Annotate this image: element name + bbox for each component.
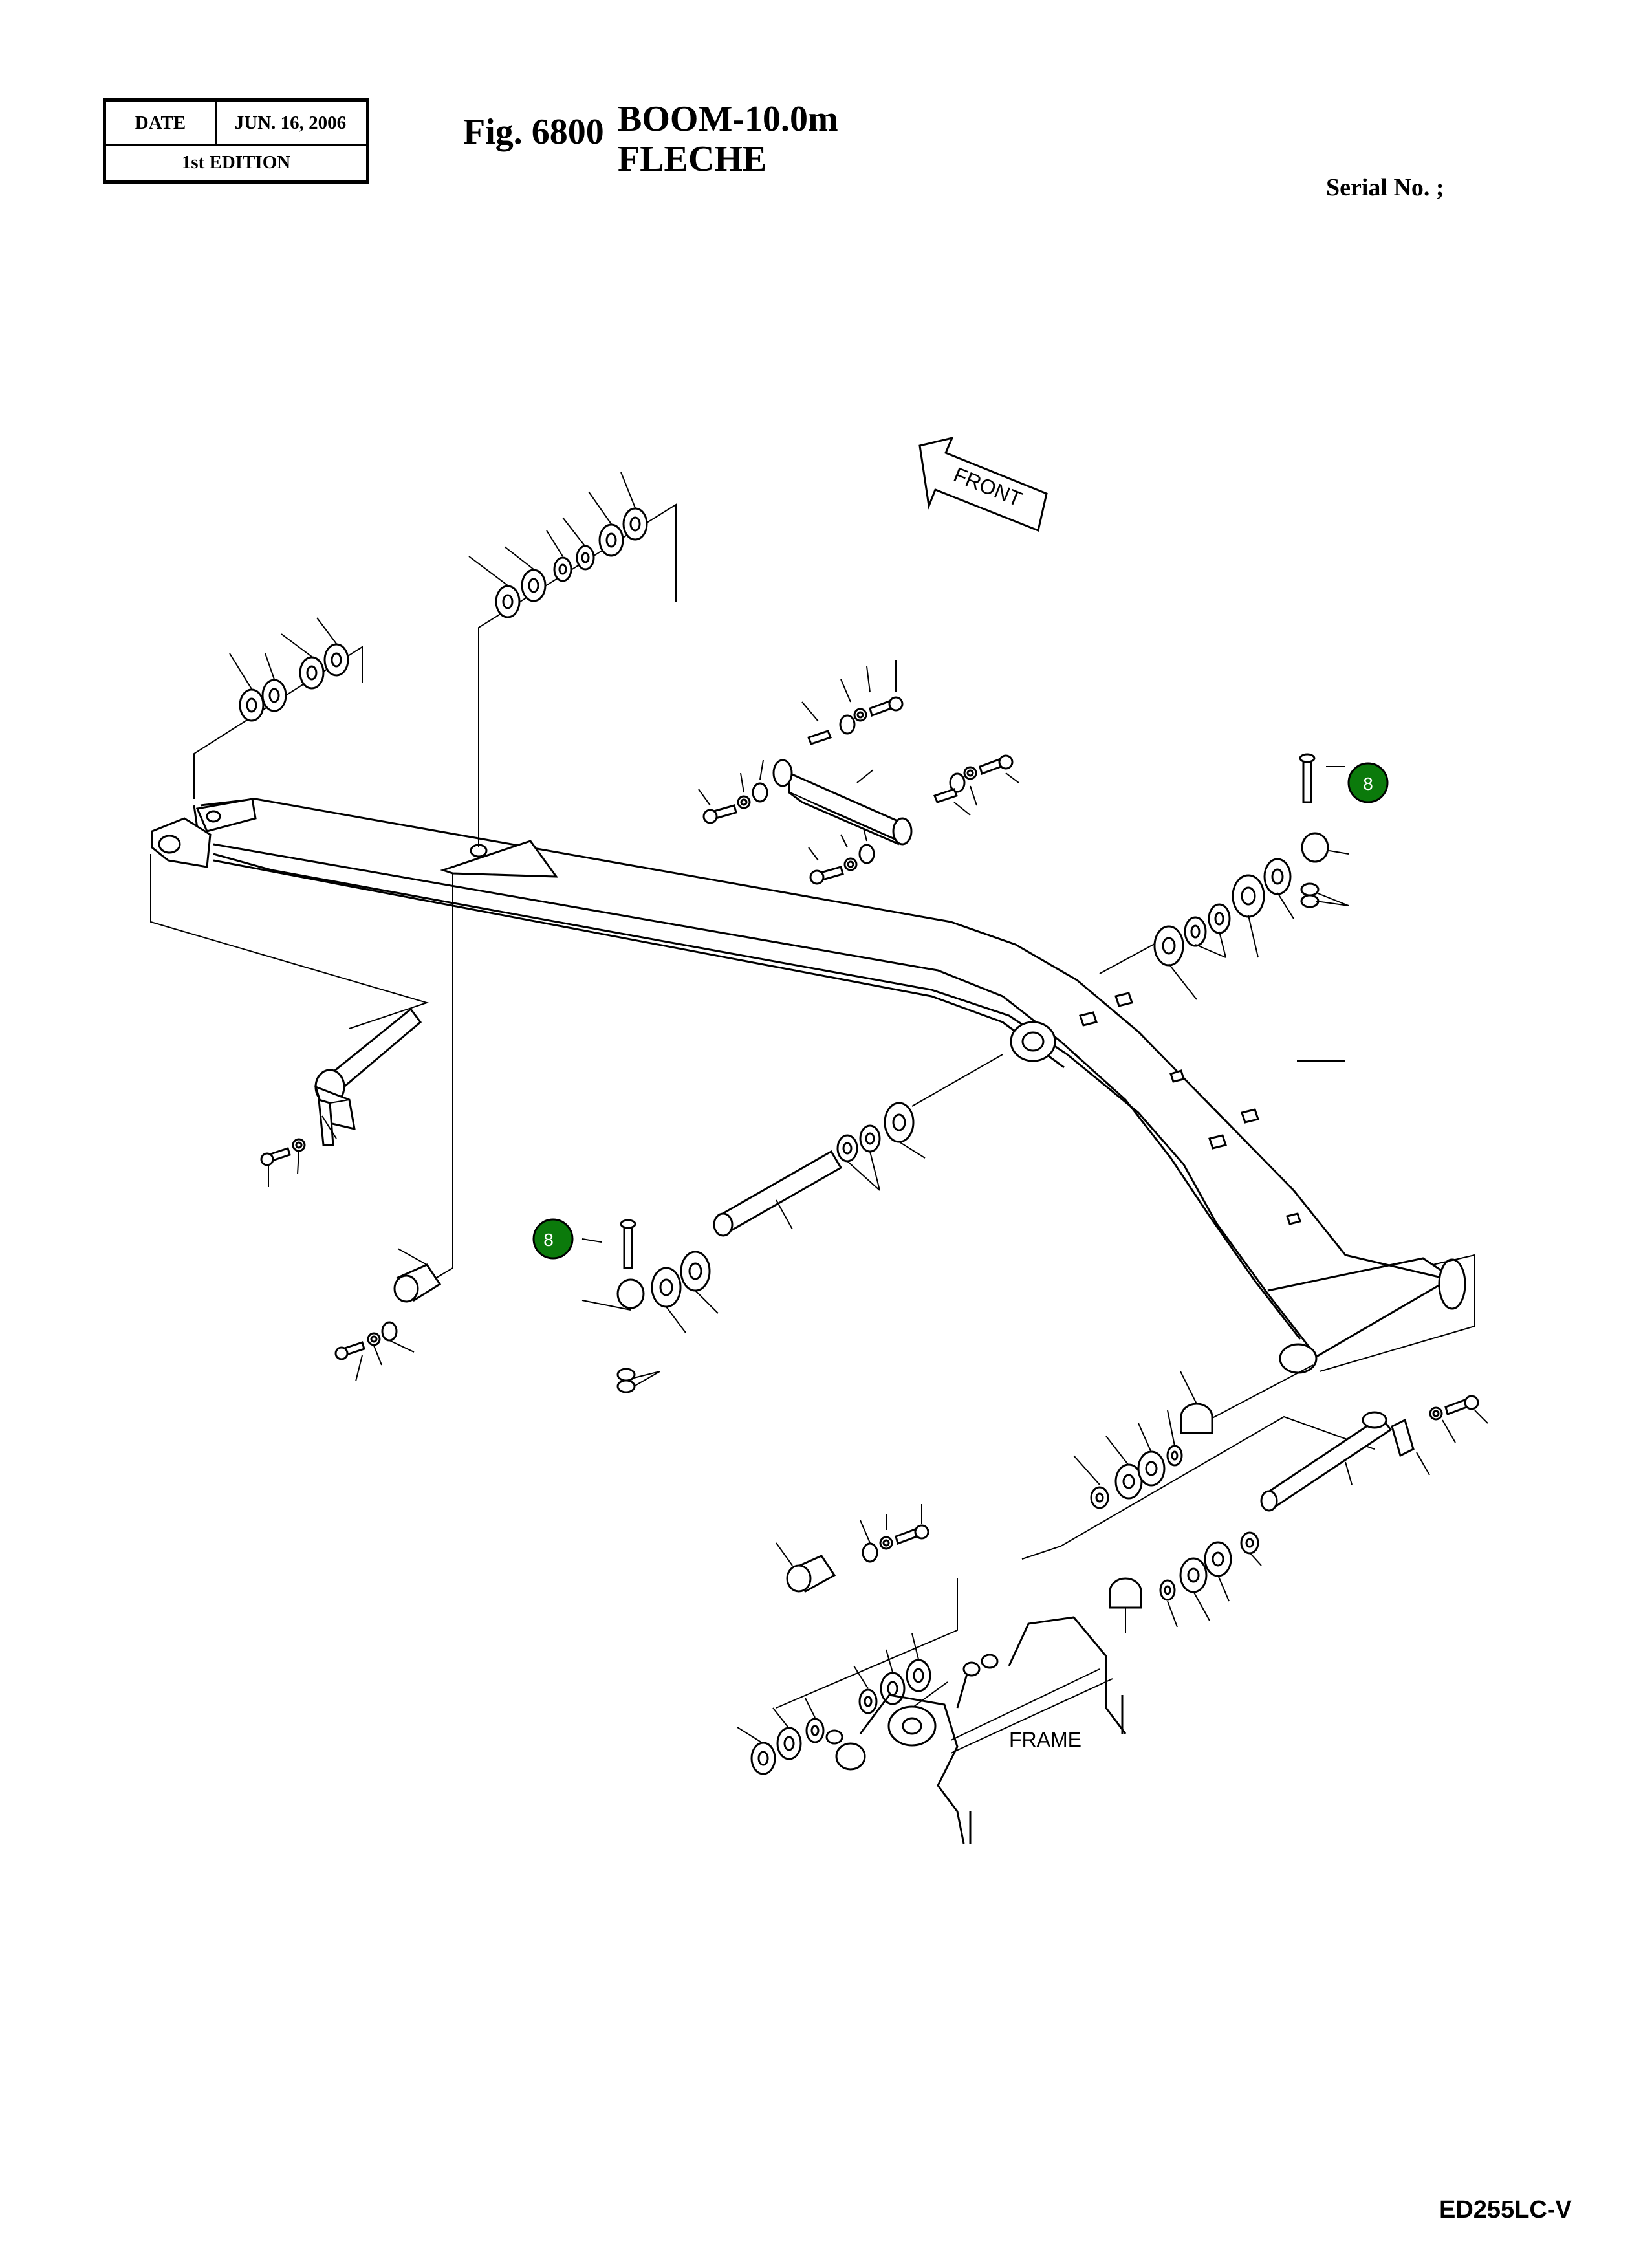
edition-label: 1st EDITION xyxy=(181,152,291,173)
boom-foot-pin-left xyxy=(314,1007,422,1146)
stopper-pin-left xyxy=(393,1263,442,1303)
link-pin-assembly xyxy=(772,730,958,846)
grease-bolt-right xyxy=(1299,753,1329,908)
machine-model: ED255LC-V xyxy=(1439,2196,1572,2223)
figure-title-english: BOOM-10.0m xyxy=(618,99,838,139)
washer-group-frame-left xyxy=(750,1659,931,1775)
date-value: JUN. 16, 2006 xyxy=(234,112,347,133)
callout-8-left[interactable]: 8 xyxy=(532,1218,574,1260)
date-row: DATE JUN. 16, 2006 xyxy=(106,102,366,146)
serial-number-label: Serial No. ; xyxy=(1326,174,1444,201)
boom-center-pin xyxy=(713,1150,843,1237)
washer-group-left-pivot xyxy=(651,1251,711,1308)
washer-group-top-middle xyxy=(495,507,648,618)
boom-foot-pin-right xyxy=(1260,1411,1415,1512)
bushing-set xyxy=(1109,1403,1213,1609)
washer-group-center-pivot xyxy=(836,1102,915,1163)
callout-8-right[interactable]: 8 xyxy=(1347,762,1389,803)
date-label: DATE xyxy=(106,102,217,144)
stopper-pin-frame xyxy=(786,1555,836,1593)
washer-group-top-left xyxy=(239,643,349,722)
front-direction-arrow: FRONT xyxy=(918,436,1048,532)
figure-title-french: FLECHE xyxy=(618,139,767,179)
upper-frame: FRAME xyxy=(825,1616,1127,1844)
washer-group-right-pivot xyxy=(1153,858,1292,967)
item-leader-ticks xyxy=(229,472,1488,1744)
callout-number: 8 xyxy=(1363,774,1373,794)
frame-label: FRAME xyxy=(1009,1728,1081,1751)
grease-bolt-left xyxy=(616,1219,645,1393)
date-edition-box: DATE JUN. 16, 2006 1st EDITION xyxy=(103,98,369,184)
washer-group-foot-lower xyxy=(1159,1531,1259,1601)
bolt-set xyxy=(260,696,1479,1563)
callout-number: 8 xyxy=(543,1230,554,1250)
figure-number: Fig. 6800 xyxy=(463,112,604,152)
boom-body xyxy=(151,798,1466,1374)
washer-group-foot-upper xyxy=(1090,1445,1183,1509)
